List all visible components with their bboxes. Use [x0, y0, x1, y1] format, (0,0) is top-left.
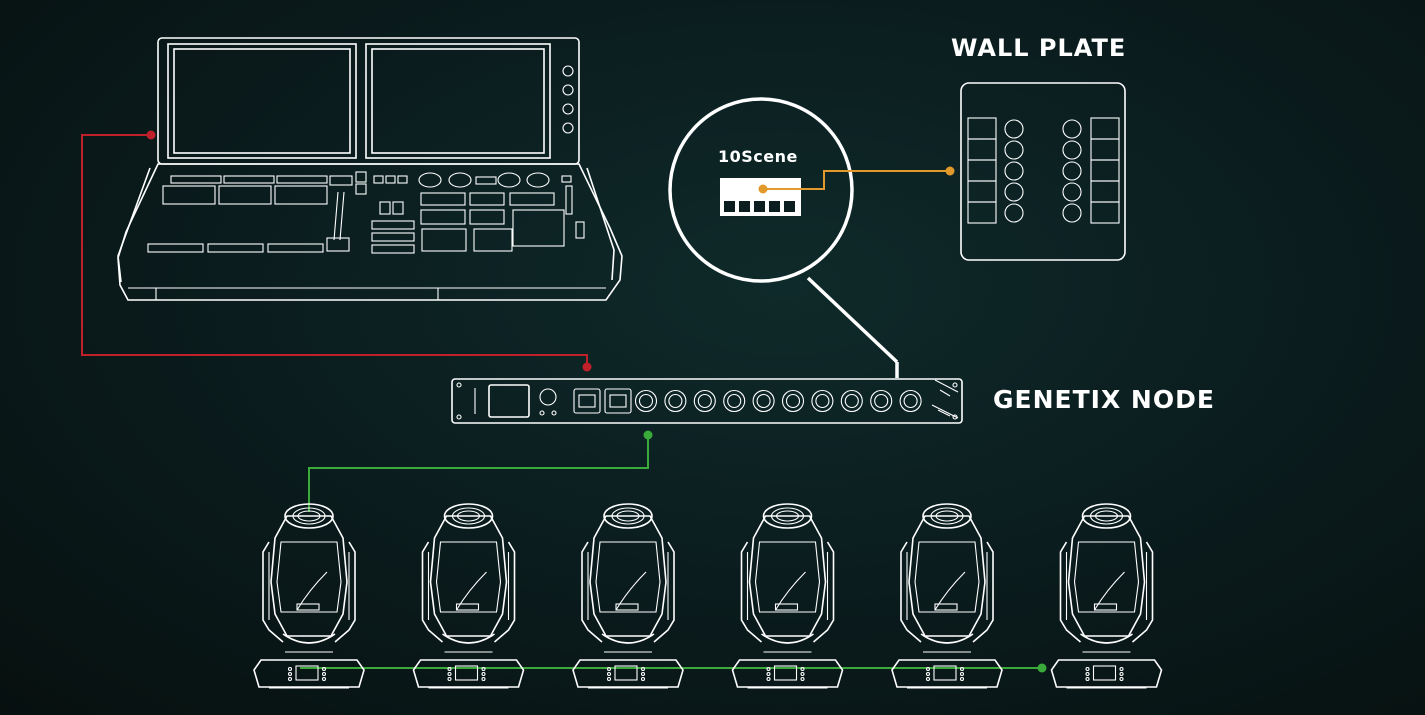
moving-head-fixture: [572, 503, 684, 689]
scene-device-label: 10Scene: [718, 147, 798, 166]
xlr-port: [693, 389, 716, 413]
wall-plate-button: [1062, 203, 1082, 223]
wall-plate-key: [1090, 201, 1120, 224]
wall-plate-button: [1062, 182, 1082, 202]
wall-plate-key: [967, 138, 997, 161]
wall-plate-key: [967, 180, 997, 203]
lighting-console: [117, 37, 623, 301]
wall-plate-key: [1090, 159, 1120, 182]
xlr-port: [723, 389, 746, 413]
xlr-port: [634, 389, 658, 413]
xlr-port-inner: [756, 393, 771, 409]
xlr-port-inner: [668, 393, 683, 409]
wall-plate-button: [1004, 140, 1024, 160]
xlr-port-inner: [844, 393, 859, 409]
moving-head-fixture: [253, 503, 365, 689]
wall-plate-button: [1062, 140, 1082, 160]
moving-head-fixture: [1050, 503, 1163, 689]
wall-plate-key: [1090, 117, 1120, 140]
moving-head-fixture: [891, 503, 1003, 689]
moving-head-fixture: [412, 503, 525, 689]
xlr-port: [870, 389, 893, 413]
wall-plate-key: [1090, 180, 1120, 203]
wall-plate-button: [1062, 119, 1082, 139]
console-knobs: [562, 65, 574, 134]
wall-plate-key: [1090, 138, 1120, 161]
genetix-node-title: GENETIX NODE: [993, 385, 1215, 414]
wall-plate-key: [967, 159, 997, 182]
console-to-node-link: [81, 130, 592, 372]
xlr-port-inner: [903, 393, 918, 409]
wall-plate-key: [967, 201, 997, 224]
wall-plate-button: [1004, 161, 1024, 181]
xlr-port: [840, 389, 863, 413]
xlr-port-inner: [638, 393, 654, 409]
xlr-port-inner: [697, 393, 712, 409]
scene-to-wallplate-link: [758, 166, 955, 194]
wall-plate: [960, 82, 1126, 261]
node-ethernet-ports: [573, 388, 632, 414]
xlr-port: [752, 389, 775, 413]
wall-plate-title: WALL PLATE: [951, 34, 1127, 62]
xlr-port: [899, 389, 922, 413]
fixtures-row: [253, 503, 1163, 689]
xlr-port: [781, 389, 805, 413]
wall-plate-button: [1004, 203, 1024, 223]
wall-plate-key: [967, 117, 997, 140]
moving-head-fixture: [731, 503, 844, 689]
wall-plate-button: [1004, 119, 1024, 139]
ethernet-port-icon: [720, 178, 801, 216]
xlr-port-inner: [785, 393, 801, 409]
node-to-fixtures-link: [300, 430, 1047, 673]
wall-plate-button: [1004, 182, 1024, 202]
xlr-port: [664, 389, 687, 413]
xlr-port: [811, 389, 834, 413]
xlr-port-inner: [874, 393, 889, 409]
xlr-port-inner: [727, 393, 742, 409]
scene-device-magnifier: [668, 97, 899, 378]
xlr-port-inner: [815, 393, 830, 409]
wall-plate-button: [1062, 161, 1082, 181]
genetix-node: [451, 378, 963, 424]
